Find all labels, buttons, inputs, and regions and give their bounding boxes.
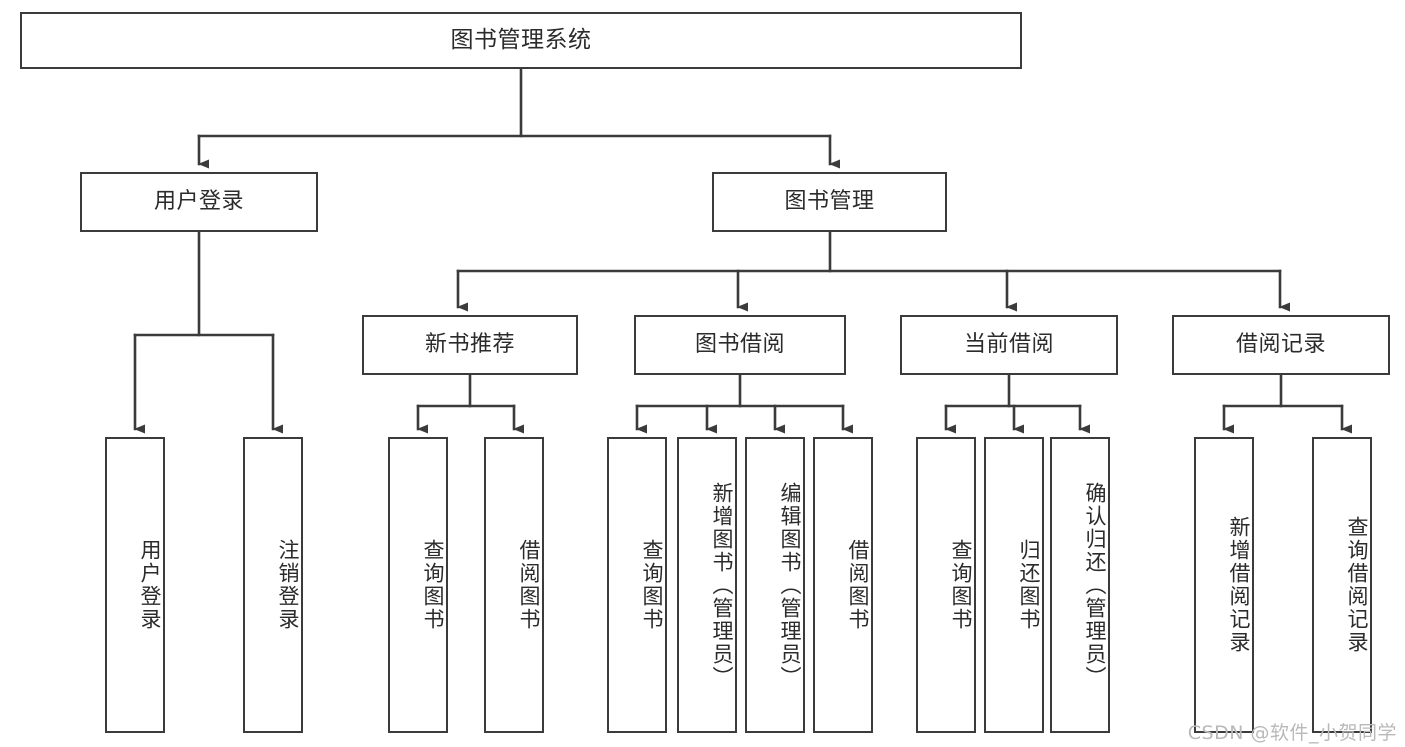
node-label: 归还图书 [1017,539,1041,631]
node-label: 查询图书 [421,539,445,631]
node-book-borrow[interactable]: 图书借阅 [634,315,846,375]
leaf-node-borrow-book[interactable]: 借阅图书 [813,437,873,733]
node-label: 用户登录 [153,189,244,215]
leaf-node-confirm-return[interactable]: 确认归还（管理员） [1050,437,1110,733]
leaf-node-add-book[interactable]: 新增图书（管理员） [677,437,737,733]
node-label: 用户登录 [138,539,162,631]
node-label: 图书管理系统 [450,27,592,54]
node-borrow-record[interactable]: 借阅记录 [1172,315,1390,375]
node-label: 查询借阅记录 [1345,516,1369,654]
node-label: 编辑图书（管理员） [778,481,802,689]
node-label: 图书管理 [784,189,875,215]
node-new-book-recommend[interactable]: 新书推荐 [362,315,578,375]
node-label: 借阅图书 [517,539,541,631]
node-current-borrow[interactable]: 当前借阅 [900,315,1118,375]
node-label: 查询图书 [640,539,664,631]
leaf-node-query-borrow-record[interactable]: 查询借阅记录 [1312,437,1372,733]
node-label: 当前借阅 [963,332,1054,358]
leaf-node-borrow-book-recommend[interactable]: 借阅图书 [484,437,544,733]
node-root-book-management-system[interactable]: 图书管理系统 [20,12,1022,69]
leaf-node-user-login[interactable]: 用户登录 [105,437,165,733]
leaf-node-query-book-recommend[interactable]: 查询图书 [388,437,448,733]
node-label: 新书推荐 [424,332,515,358]
node-label: 借阅图书 [846,539,870,631]
node-label: 注销登录 [276,539,300,631]
node-label: 查询图书 [949,539,973,631]
node-label: 借阅记录 [1235,332,1326,358]
node-user-login[interactable]: 用户登录 [80,172,318,232]
node-book-management[interactable]: 图书管理 [712,172,947,232]
leaf-node-user-logout[interactable]: 注销登录 [243,437,303,733]
node-label: 新增图书（管理员） [710,481,734,689]
leaf-node-edit-book[interactable]: 编辑图书（管理员） [745,437,805,733]
leaf-node-add-borrow-record[interactable]: 新增借阅记录 [1194,437,1254,733]
node-label: 图书借阅 [694,332,785,358]
leaf-node-return-book[interactable]: 归还图书 [984,437,1044,733]
node-label: 新增借阅记录 [1227,516,1251,654]
node-label: 确认归还（管理员） [1083,481,1107,689]
leaf-node-query-book-current[interactable]: 查询图书 [916,437,976,733]
leaf-node-query-book-borrow[interactable]: 查询图书 [607,437,667,733]
